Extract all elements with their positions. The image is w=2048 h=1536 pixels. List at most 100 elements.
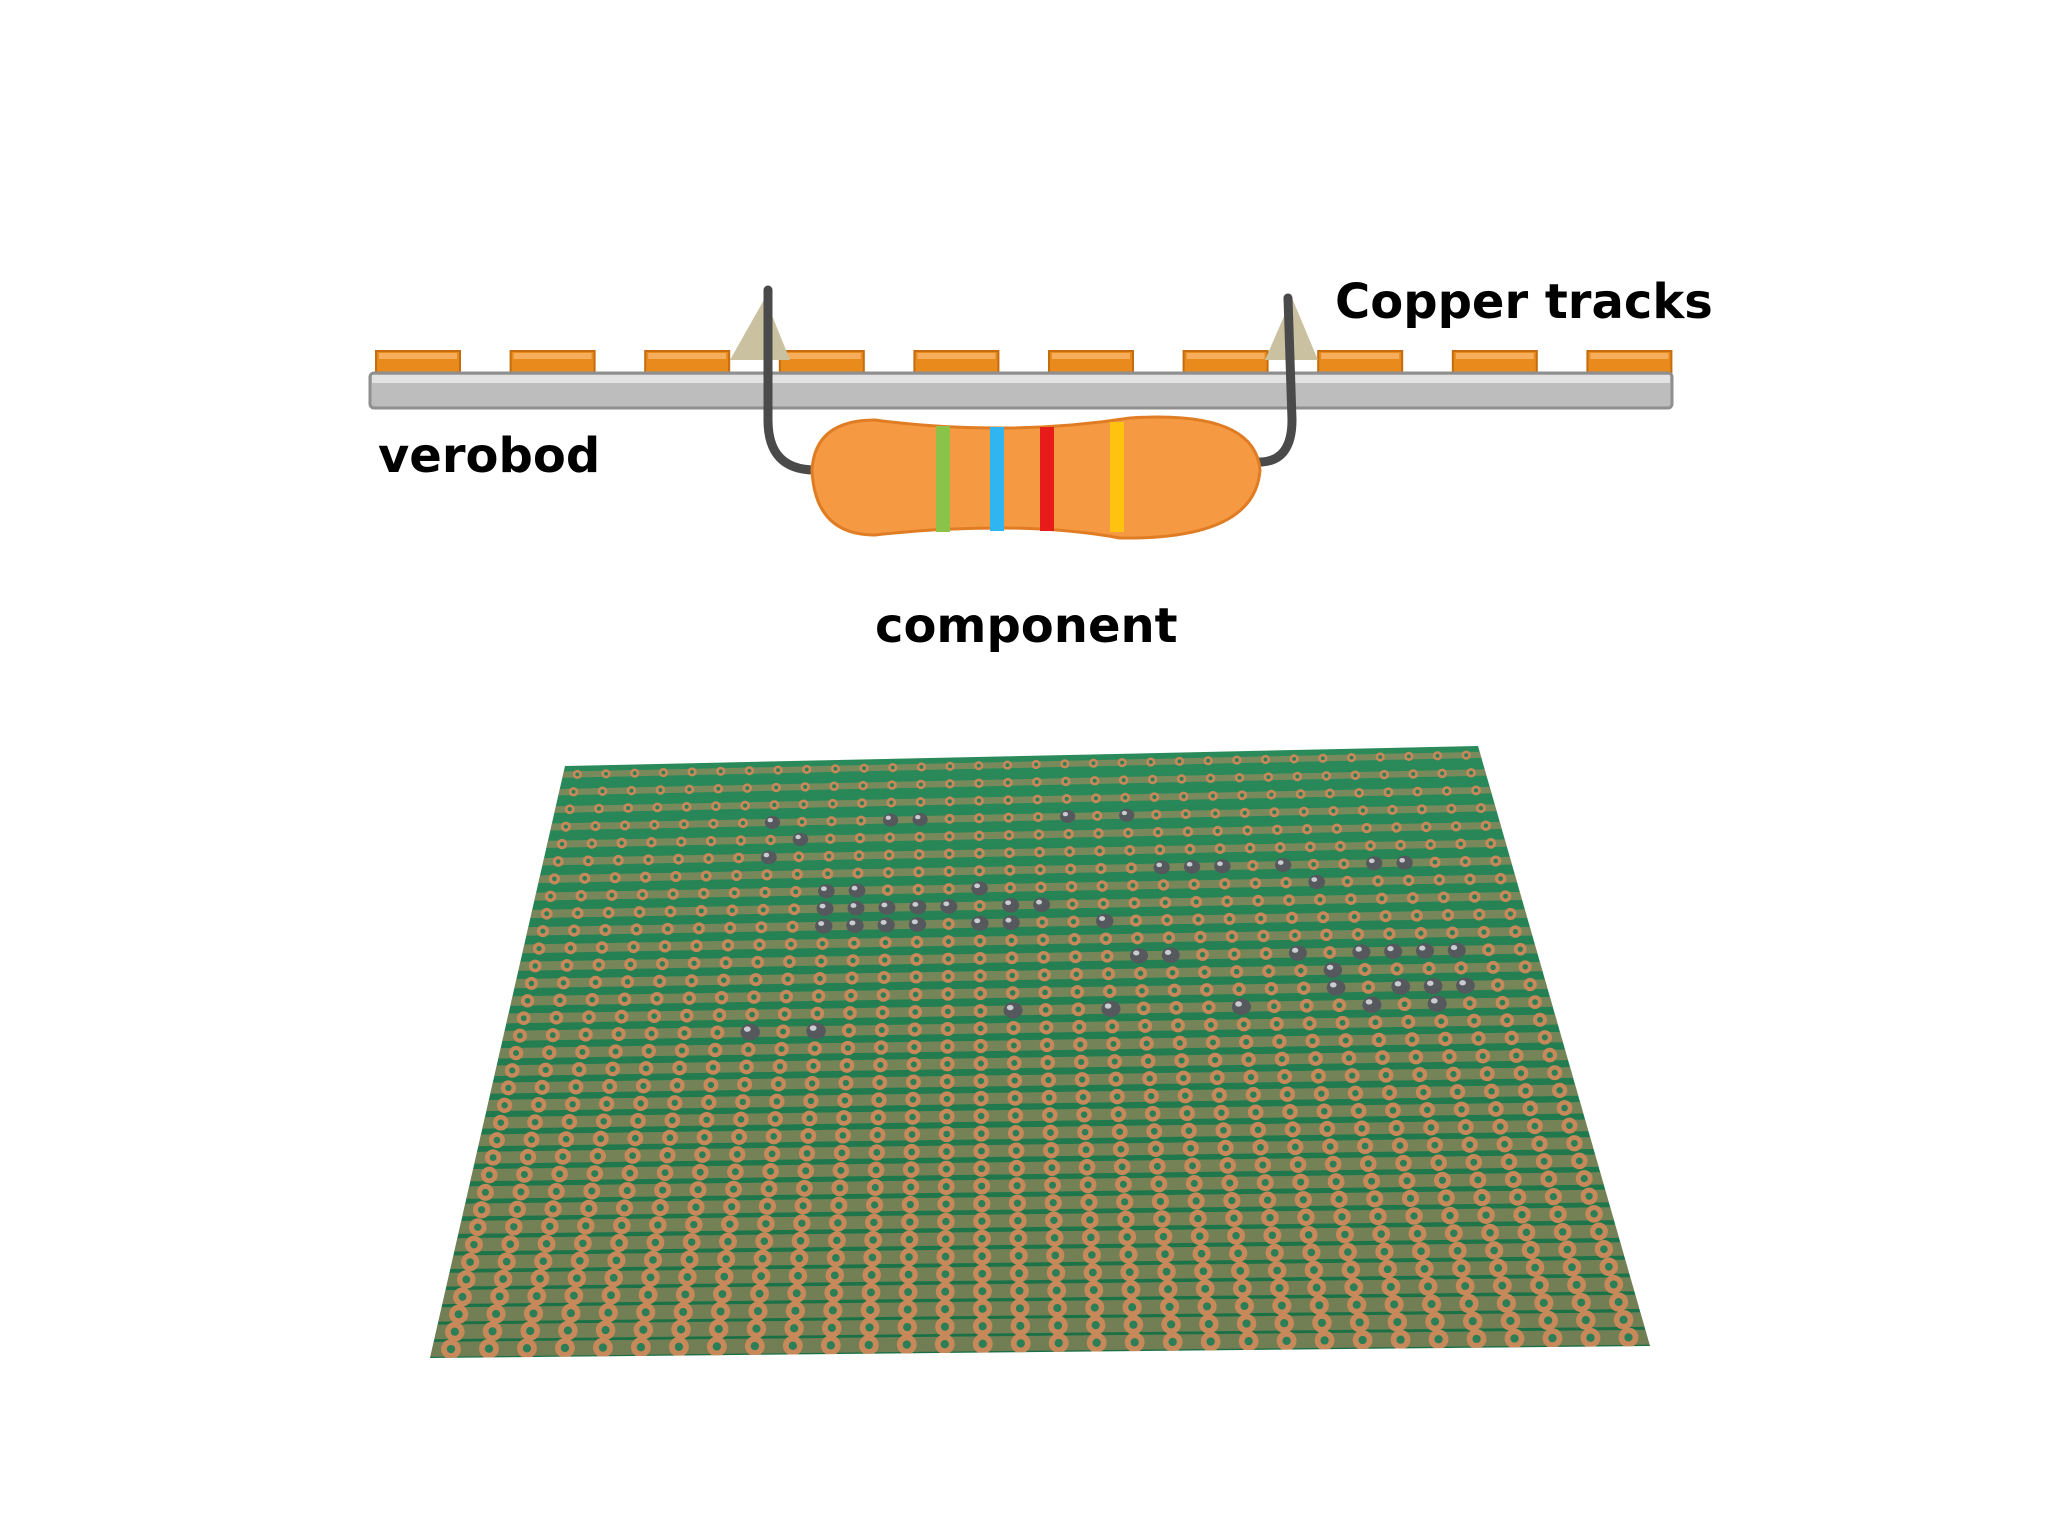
pad-hole bbox=[757, 1272, 766, 1281]
pad-hole bbox=[1464, 753, 1469, 758]
copper-track bbox=[1317, 350, 1404, 374]
pad-hole bbox=[1259, 1161, 1267, 1169]
pad-hole bbox=[706, 856, 711, 861]
pad-hole bbox=[676, 1064, 683, 1072]
pad-hole bbox=[1130, 883, 1136, 888]
pad-hole bbox=[1482, 1211, 1490, 1219]
solder-blob bbox=[1396, 855, 1413, 870]
pad-hole bbox=[825, 871, 830, 877]
copper-strip bbox=[436, 1206, 1636, 1235]
pad-hole bbox=[1250, 863, 1256, 868]
solder-blob bbox=[792, 832, 809, 846]
pad-hole bbox=[1338, 844, 1343, 849]
pad-hole bbox=[571, 789, 576, 794]
pad-hole bbox=[775, 1080, 782, 1088]
pad-hole bbox=[654, 995, 660, 1002]
pad-hole bbox=[683, 1273, 692, 1281]
pad-hole bbox=[718, 994, 725, 1001]
pad-hole bbox=[658, 787, 663, 792]
pad-hole bbox=[596, 962, 602, 968]
pad-hole bbox=[1263, 757, 1268, 762]
verobod-label: verobod bbox=[378, 428, 601, 484]
solder-highlight bbox=[1164, 949, 1172, 955]
pad-hole bbox=[718, 1290, 727, 1299]
pad-hole bbox=[869, 1236, 877, 1244]
pad-hole bbox=[1317, 1318, 1327, 1327]
pad-hole bbox=[1011, 1094, 1019, 1102]
pad-hole bbox=[1469, 770, 1474, 775]
pad-hole bbox=[1008, 937, 1015, 943]
pad-hole bbox=[1146, 1075, 1153, 1082]
pad-hole bbox=[1093, 796, 1099, 801]
pad-hole bbox=[1420, 1089, 1427, 1096]
pad-hole bbox=[916, 869, 922, 875]
solder-blob bbox=[1384, 943, 1403, 960]
pad-hole bbox=[1310, 1266, 1318, 1274]
pad-hole bbox=[753, 1307, 763, 1316]
pad-hole bbox=[977, 903, 983, 909]
pad-hole bbox=[458, 1292, 467, 1301]
pad-hole bbox=[799, 819, 805, 824]
pad-hole bbox=[1580, 1175, 1588, 1183]
pad-hole bbox=[1284, 1090, 1291, 1098]
pad-hole bbox=[1379, 1054, 1386, 1061]
pad-hole bbox=[747, 768, 752, 773]
pad-hole bbox=[721, 977, 727, 983]
pad-hole bbox=[1348, 896, 1354, 902]
pad-hole bbox=[673, 874, 679, 879]
solder-highlight bbox=[881, 902, 888, 908]
pad-hole bbox=[579, 1239, 587, 1248]
pad-hole bbox=[553, 1014, 560, 1021]
pad-hole bbox=[867, 1288, 875, 1297]
pad-hole bbox=[633, 926, 640, 933]
pad-hole bbox=[1096, 831, 1101, 836]
pad-hole bbox=[1435, 1159, 1443, 1167]
pad-hole bbox=[556, 1170, 564, 1178]
pad-hole bbox=[1063, 779, 1068, 784]
pad-hole bbox=[1468, 1317, 1477, 1326]
pad-hole bbox=[716, 1307, 725, 1316]
pad-hole bbox=[481, 1188, 489, 1196]
pad-hole bbox=[1427, 1300, 1436, 1309]
pad-hole bbox=[1463, 859, 1468, 864]
pad-hole bbox=[1043, 1024, 1050, 1031]
pad-hole bbox=[867, 1271, 876, 1279]
pad-hole bbox=[839, 1132, 847, 1139]
pad-hole bbox=[1070, 919, 1077, 925]
pad-hole bbox=[1286, 1108, 1294, 1116]
pad-hole bbox=[1510, 1334, 1519, 1343]
pad-hole bbox=[676, 1325, 686, 1334]
pad-hole bbox=[1396, 1142, 1404, 1150]
pad-hole bbox=[575, 910, 581, 916]
pad-hole bbox=[1121, 778, 1126, 783]
pad-hole bbox=[1438, 1176, 1446, 1184]
pad-hole bbox=[489, 1154, 497, 1161]
pad-hole bbox=[529, 1309, 538, 1318]
pad-hole bbox=[917, 834, 922, 840]
pad-hole bbox=[851, 940, 857, 946]
pad-hole bbox=[1438, 1018, 1445, 1025]
pad-hole bbox=[1410, 895, 1416, 901]
pad-hole bbox=[594, 1152, 602, 1160]
pad-hole bbox=[908, 1131, 916, 1138]
pad-hole bbox=[772, 802, 777, 808]
pad-hole bbox=[1488, 1088, 1495, 1095]
pad-hole bbox=[1484, 1070, 1491, 1077]
pad-hole bbox=[1517, 1070, 1525, 1077]
solder-blob bbox=[1161, 947, 1180, 963]
pad-hole bbox=[1400, 1159, 1407, 1167]
pad-hole bbox=[644, 1290, 653, 1299]
pad-hole bbox=[1568, 1263, 1576, 1272]
pad-hole bbox=[626, 805, 631, 811]
pad-hole bbox=[947, 834, 952, 839]
pad-hole bbox=[1414, 913, 1420, 919]
pad-hole bbox=[582, 875, 588, 881]
pad-hole bbox=[850, 957, 856, 964]
pad-hole bbox=[1230, 1214, 1238, 1222]
pad-hole bbox=[1270, 1249, 1279, 1257]
pad-hole bbox=[1508, 1034, 1515, 1041]
pad-hole bbox=[1499, 999, 1506, 1006]
pad-hole bbox=[579, 1049, 586, 1056]
pad-hole bbox=[1394, 825, 1399, 830]
pad-hole bbox=[1183, 811, 1188, 817]
